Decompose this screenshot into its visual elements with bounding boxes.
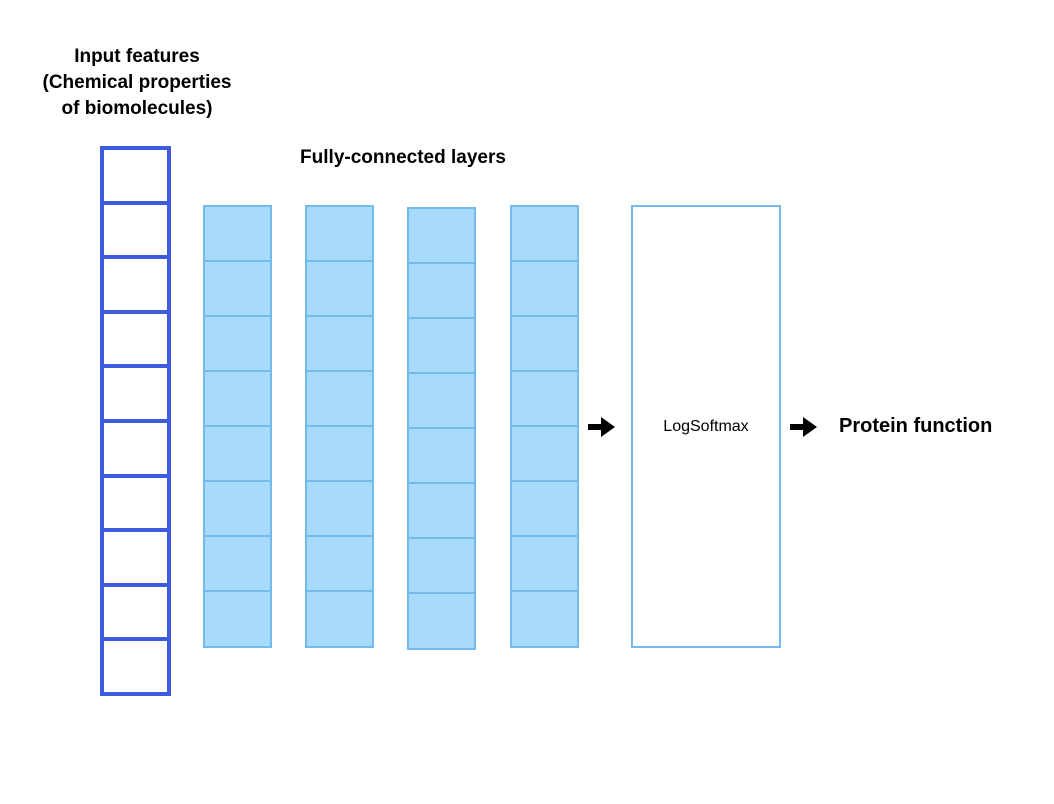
fc-neuron-cell <box>305 535 374 593</box>
fc-neuron-cell <box>510 535 579 593</box>
fc-neuron-cell <box>203 590 272 648</box>
input-feature-cell <box>100 309 171 369</box>
input-features-title: Input features (Chemical properties of b… <box>0 44 274 122</box>
fc-neuron-cell <box>510 480 579 538</box>
fc-neuron-cell <box>407 427 476 485</box>
fc-layer-1 <box>203 205 272 648</box>
arrow-right-icon <box>790 417 817 437</box>
fc-neuron-cell <box>203 370 272 428</box>
input-feature-column <box>100 146 171 696</box>
input-title-line-3: of biomolecules) <box>61 98 213 119</box>
input-feature-cell <box>100 637 171 696</box>
fc-neuron-cell <box>203 260 272 318</box>
fc-layer-3 <box>407 207 476 650</box>
input-feature-cell <box>100 528 171 587</box>
fc-neuron-cell <box>510 590 579 648</box>
input-feature-cell <box>100 146 171 205</box>
fc-neuron-cell <box>203 480 272 538</box>
fc-neuron-cell <box>305 370 374 428</box>
fc-neuron-cell <box>407 482 476 540</box>
input-title-line-1: Input features <box>74 46 200 67</box>
fully-connected-title: Fully-connected layers <box>300 147 506 168</box>
fc-neuron-cell <box>407 207 476 265</box>
fc-layer-4 <box>510 205 579 648</box>
fc-neuron-cell <box>203 535 272 593</box>
input-title-line-2: (Chemical properties <box>42 72 232 93</box>
input-feature-cell <box>100 200 171 260</box>
fc-neuron-cell <box>203 205 272 263</box>
fc-neuron-cell <box>510 370 579 428</box>
fc-neuron-cell <box>510 205 579 263</box>
input-feature-cell <box>100 364 171 423</box>
fc-neuron-cell <box>510 315 579 373</box>
logsoftmax-box: LogSoftmax <box>631 205 781 648</box>
fc-neuron-cell <box>510 260 579 318</box>
protein-function-label: Protein function <box>839 415 993 437</box>
fc-neuron-cell <box>203 425 272 483</box>
fc-neuron-cell <box>407 262 476 320</box>
fc-neuron-cell <box>407 317 476 375</box>
fc-neuron-cell <box>305 590 374 648</box>
input-feature-cell <box>100 473 171 533</box>
fc-layer-2 <box>305 205 374 648</box>
fc-neuron-cell <box>305 205 374 263</box>
logsoftmax-label: LogSoftmax <box>663 417 749 435</box>
input-feature-cell <box>100 582 171 642</box>
fc-neuron-cell <box>203 315 272 373</box>
fc-neuron-cell <box>305 315 374 373</box>
fc-neuron-cell <box>407 372 476 430</box>
fc-neuron-cell <box>510 425 579 483</box>
input-feature-cell <box>100 255 171 314</box>
fc-neuron-cell <box>407 592 476 650</box>
fc-neuron-cell <box>305 260 374 318</box>
fc-neuron-cell <box>407 537 476 595</box>
input-feature-cell <box>100 418 171 478</box>
fc-neuron-cell <box>305 480 374 538</box>
arrow-right-icon <box>588 417 615 437</box>
fc-neuron-cell <box>305 425 374 483</box>
